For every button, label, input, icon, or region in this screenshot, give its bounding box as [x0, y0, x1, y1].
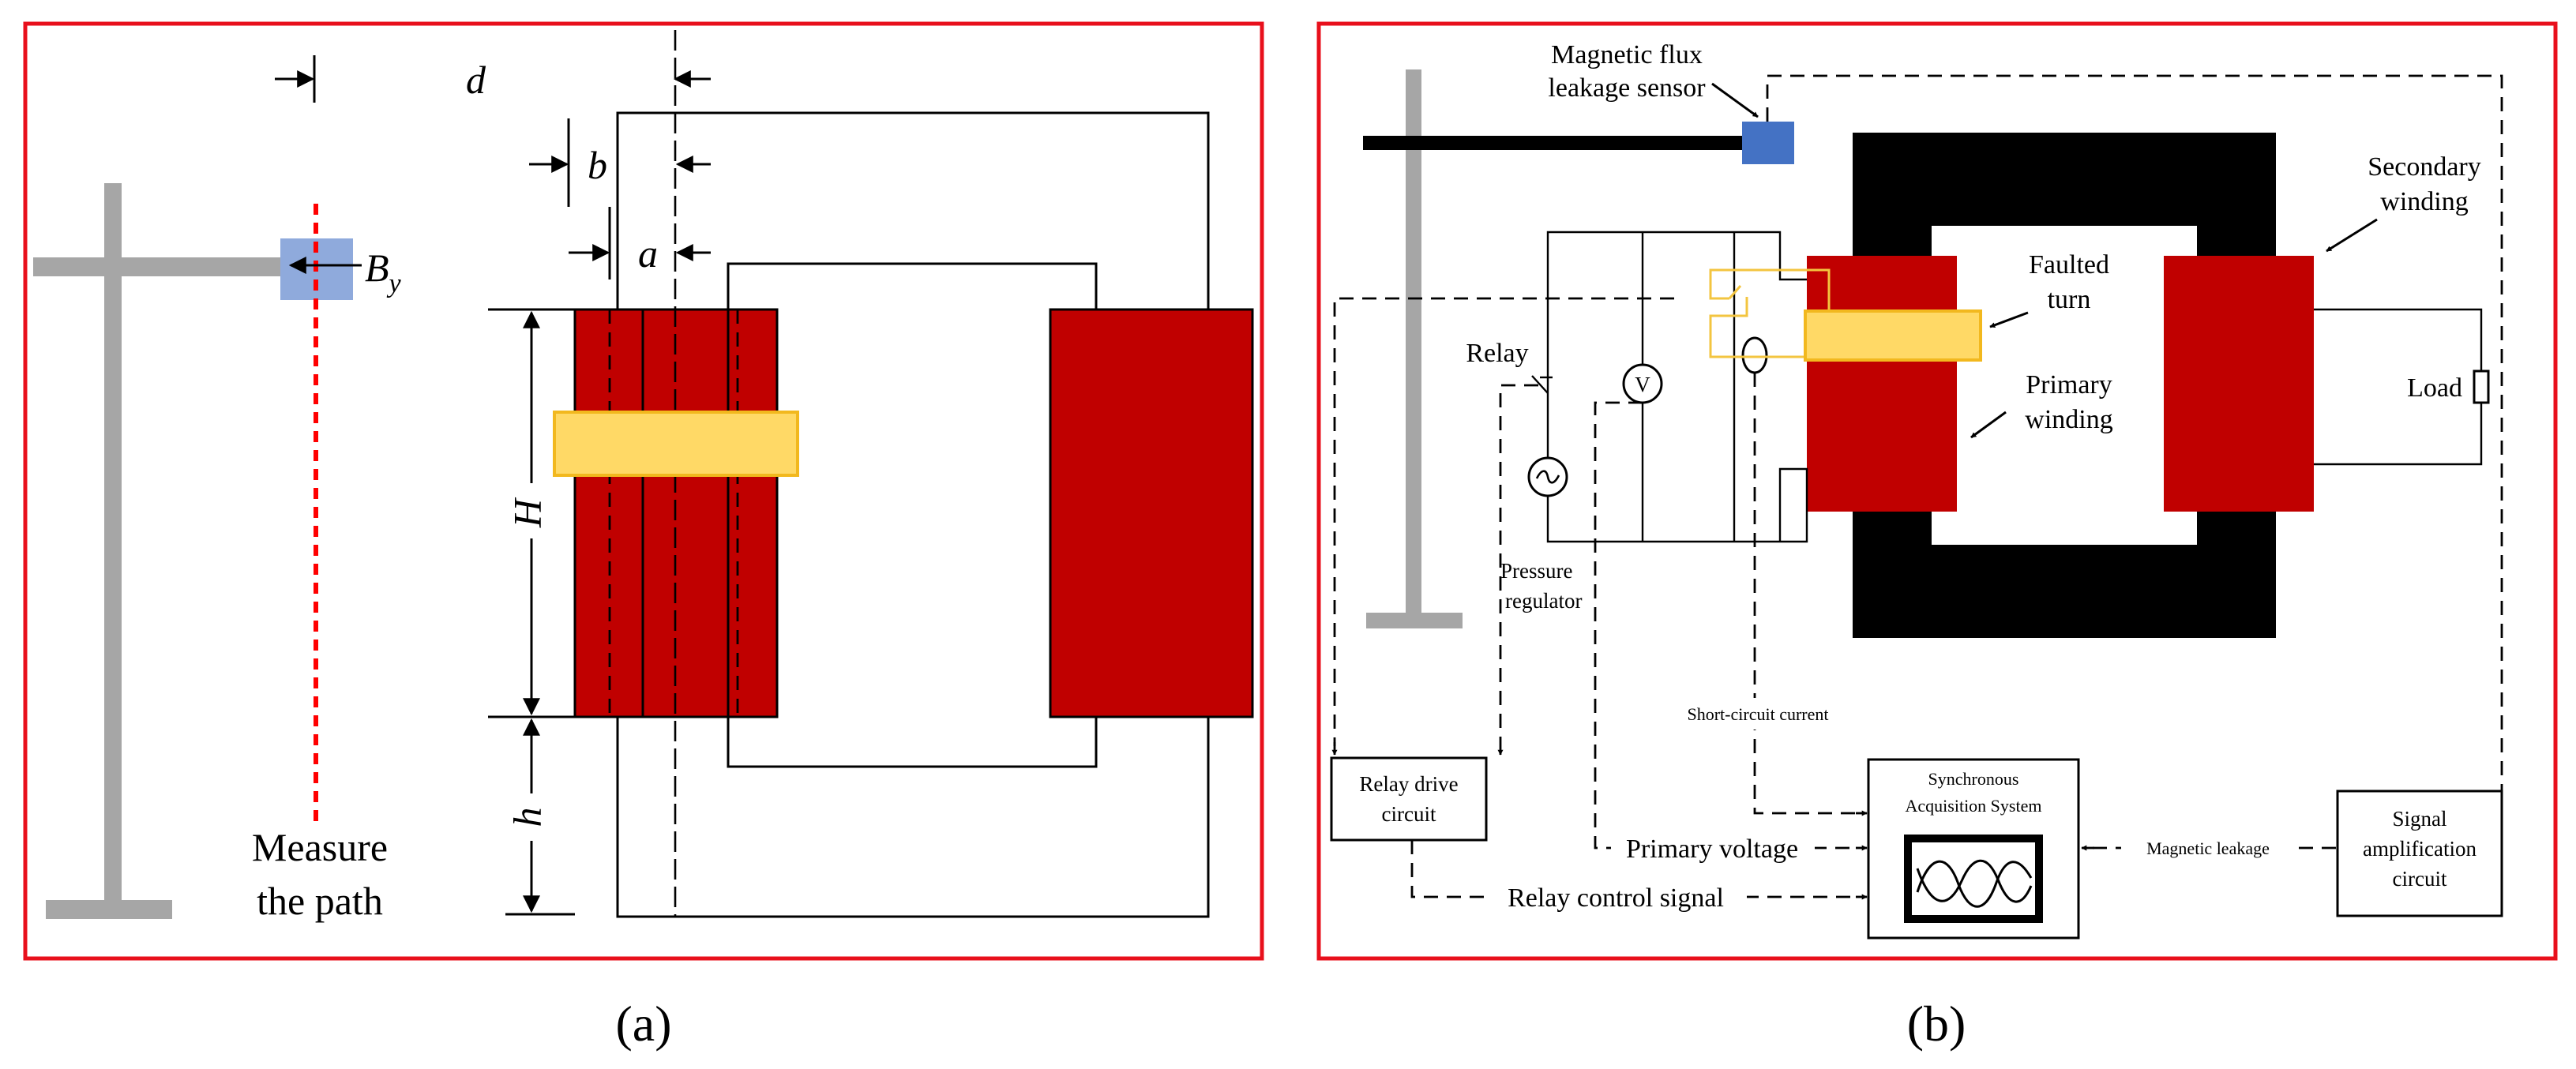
circuit-top-wire: [1546, 231, 1808, 543]
b-label: b: [588, 143, 607, 187]
core-window: [727, 262, 1098, 768]
b-stand-pole: [1406, 69, 1421, 622]
short-circuit-path: [1753, 373, 1857, 815]
right-winding: [1049, 308, 1254, 718]
sync-acq-label-2: Acquisition System: [1906, 796, 2042, 816]
stand-arm: [33, 257, 286, 276]
magnetic-leakage-label-bg: [2121, 837, 2295, 861]
b-core: [1853, 133, 2276, 638]
sensor-pointer: [1711, 82, 1759, 118]
faulted-turn-bar: [553, 411, 799, 477]
regulator-label-1: Pressure: [1500, 559, 1572, 583]
panel-a-caption: (a): [615, 996, 671, 1052]
oscilloscope-wave-2: [1916, 859, 2033, 903]
sensor-label-2: leakage sensor: [1548, 73, 1706, 103]
relay-drive-label-1: Relay drive: [1359, 772, 1458, 796]
faulted-pointer: [1989, 311, 2029, 328]
faulted-label-1: Faulted: [2029, 250, 2109, 279]
b-sensor: [1742, 122, 1794, 164]
panel-b-frame: [1316, 21, 2558, 961]
signal-amp-label-3: circuit: [2393, 867, 2447, 891]
h-label: h: [505, 808, 549, 827]
H-label-bg: [510, 483, 553, 538]
voltmeter-label: V: [1635, 373, 1650, 396]
b-sensor-arm: [1363, 136, 1745, 150]
secondary-pointer: [2326, 218, 2378, 253]
magnetic-leakage-label: Magnetic leakage: [2146, 838, 2270, 858]
h-label-bg: [510, 793, 553, 841]
primary-voltage-label-bg: [1611, 831, 1815, 865]
d-label: d: [466, 58, 486, 102]
sync-acq-label-1: Synchronous: [1928, 769, 2019, 789]
relay-label: Relay: [1466, 339, 1528, 368]
primary-label-2: winding: [2025, 405, 2112, 434]
a-label: a: [638, 231, 658, 276]
sensor-label-1: Magnetic flux: [1551, 40, 1703, 69]
relay-control-label-bg: [1485, 880, 1747, 914]
signal-amp-box: [2336, 790, 2503, 917]
faulted-switch: [1728, 285, 1742, 299]
relay-drive-dash-right: [1499, 384, 1538, 742]
ac-source-wave: [1535, 470, 1560, 484]
short-circuit-label: Short-circuit current: [1688, 704, 1829, 724]
relay-drive-label-2: circuit: [1382, 802, 1436, 826]
by-label: By: [365, 246, 402, 298]
measure-label-line2: the path: [257, 879, 383, 923]
panel-b: Magnetic flux leakage sensor Relay V: [1316, 21, 2558, 1052]
regulator-label-2: regulator: [1505, 589, 1582, 613]
stand-pole: [104, 183, 122, 910]
measure-label-line1: Measure: [252, 825, 388, 869]
relay-control-label: Relay control signal: [1508, 883, 1724, 913]
short-circuit-label-bg: [1652, 698, 1865, 730]
load-label: Load: [2407, 373, 2462, 403]
panel-b-caption: (b): [1907, 996, 1966, 1052]
panel-a: By Measure the path d b a: [23, 21, 1264, 1052]
oscilloscope-wave-1: [1916, 860, 2033, 908]
load-resistor: [2473, 369, 2490, 404]
signal-amp-label-2: amplification: [2363, 837, 2476, 861]
secondary-label-1: Secondary: [2368, 152, 2481, 182]
faulted-label-2: turn: [2048, 285, 2091, 314]
stand-base: [46, 900, 172, 919]
relay-drive-box: [1330, 756, 1488, 842]
current-sensor: [1741, 336, 1768, 374]
signal-amp-label-1: Signal: [2392, 807, 2446, 831]
relay-switch-blade: [1531, 375, 1549, 394]
b-faulted-turn-bar: [1804, 309, 1982, 362]
secondary-winding: [2164, 256, 2314, 512]
primary-label-1: Primary: [2026, 370, 2112, 399]
panel-a-frame: [23, 21, 1264, 961]
primary-voltage-label: Primary voltage: [1626, 835, 1798, 864]
primary-winding: [1807, 256, 1957, 512]
primary-pointer: [1970, 411, 2007, 439]
load-wire: [2314, 308, 2483, 466]
H-label: H: [505, 497, 549, 528]
secondary-label-2: winding: [2380, 187, 2468, 216]
b-stand-base: [1366, 613, 1463, 628]
